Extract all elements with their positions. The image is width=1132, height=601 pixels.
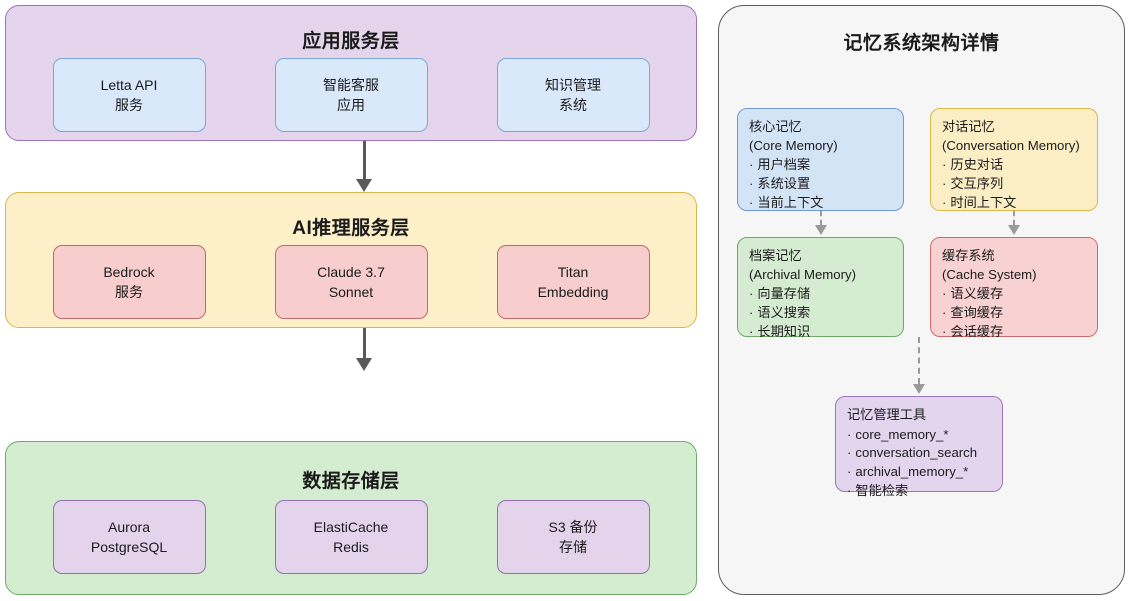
application-service-layer[interactable]: 应用服务层 Letta API 服务 智能客服 应用 知识管理 系统: [5, 5, 697, 141]
card-s3-backup-line2: 存储: [559, 539, 587, 555]
archival-memory-header-cn: 档案记忆: [749, 248, 802, 263]
cache-system-item: 查询缓存: [942, 304, 1086, 323]
card-bedrock-line1: Bedrock: [103, 263, 155, 280]
memory-management-tools-item-list: core_memory_* conversation_search archiv…: [847, 426, 991, 501]
card-claude-sonnet-line1: Claude 3.7: [317, 263, 385, 280]
cache-system-item: 会话缓存: [942, 323, 1086, 342]
cache-system-item-list: 语义缓存 查询缓存 会话缓存: [942, 285, 1086, 341]
card-intelligent-customer-service[interactable]: 智能客服 应用: [274, 58, 428, 132]
application-service-layer-title: 应用服务层: [302, 31, 400, 52]
card-titan-embedding-line2: Embedding: [537, 284, 609, 300]
archival-memory-item: 语义搜索: [749, 304, 892, 323]
card-knowledge-management-line1: 知识管理: [545, 76, 601, 93]
conversation-memory-item-list: 历史对话 交互序列 时间上下文: [942, 156, 1086, 212]
arrow-ai-to-data-line: [363, 328, 366, 358]
card-s3-backup[interactable]: S3 备份 存储: [496, 500, 650, 574]
arrow-conversation-to-cache-head: [1008, 225, 1020, 235]
memory-architecture-panel-title: 记忆系统架构详情: [843, 33, 1000, 54]
card-intelligent-customer-service-line2: 应用: [337, 97, 365, 113]
core-memory-item-list: 用户档案 系统设置 当前上下文: [749, 156, 892, 212]
arrow-app-to-ai-line: [363, 141, 366, 179]
conversation-memory-item: 交互序列: [942, 175, 1086, 194]
conversation-memory-header-cn: 对话记忆: [942, 119, 995, 134]
arrow-core-to-archival-head: [815, 225, 827, 235]
conversation-memory-item: 历史对话: [942, 156, 1086, 175]
card-aurora-postgresql-line2: PostgreSQL: [90, 539, 168, 555]
card-elasticache-redis[interactable]: ElastiCache Redis: [274, 500, 428, 574]
archival-memory-item: 长期知识: [749, 323, 892, 342]
core-memory-item: 用户档案: [749, 156, 892, 175]
conversation-memory-box[interactable]: 对话记忆 (Conversation Memory) 历史对话 交互序列 时间上…: [930, 108, 1098, 211]
memory-management-tools-item: conversation_search: [847, 444, 991, 463]
arrow-ai-to-data-head: [356, 358, 372, 371]
memory-management-tools-item: core_memory_*: [847, 426, 991, 445]
conversation-memory-item: 时间上下文: [942, 194, 1086, 213]
data-storage-layer[interactable]: 数据存储层 Aurora PostgreSQL ElastiCache Redi…: [5, 441, 697, 595]
data-storage-layer-title: 数据存储层: [302, 471, 400, 492]
card-elasticache-redis-line2: Redis: [333, 539, 369, 555]
card-letta-api[interactable]: Letta API 服务: [52, 58, 206, 132]
card-claude-sonnet-line2: Sonnet: [328, 284, 374, 300]
cache-system-item: 语义缓存: [942, 285, 1086, 304]
ai-inference-service-layer-title: AI推理服务层: [292, 218, 410, 239]
core-memory-box[interactable]: 核心记忆 (Core Memory) 用户档案 系统设置 当前上下文: [737, 108, 904, 211]
conversation-memory-header-en: (Conversation Memory): [942, 137, 1080, 153]
cache-system-box[interactable]: 缓存系统 (Cache System) 语义缓存 查询缓存 会话缓存: [930, 237, 1098, 339]
arrow-archival-to-tools-line: [918, 337, 920, 384]
card-intelligent-customer-service-line1: 智能客服: [323, 76, 379, 93]
card-letta-api-line2: 服务: [115, 97, 143, 113]
card-knowledge-management-line2: 系统: [559, 97, 587, 113]
memory-management-tools-item: archival_memory_*: [847, 463, 991, 482]
card-knowledge-management[interactable]: 知识管理 系统: [496, 58, 650, 132]
core-memory-header-en: (Core Memory): [749, 137, 838, 153]
memory-management-tools-item: 智能检索: [847, 482, 991, 501]
arrow-app-to-ai-head: [356, 179, 372, 192]
card-elasticache-redis-line1: ElastiCache: [313, 518, 389, 535]
card-titan-embedding-line1: Titan: [557, 263, 589, 280]
card-s3-backup-line1: S3 备份: [548, 518, 598, 535]
memory-management-tools-header-cn: 记忆管理工具: [847, 407, 927, 422]
archival-memory-box[interactable]: 档案记忆 (Archival Memory) 向量存储 语义搜索 长期知识: [737, 237, 904, 339]
core-memory-header-cn: 核心记忆: [749, 119, 802, 134]
cache-system-header-en: (Cache System): [942, 266, 1037, 282]
cache-system-header-cn: 缓存系统: [942, 248, 995, 263]
arrow-conversation-to-cache-line: [1013, 211, 1015, 225]
card-letta-api-line1: Letta API: [100, 76, 158, 93]
card-aurora-postgresql[interactable]: Aurora PostgreSQL: [52, 500, 206, 574]
core-memory-item: 系统设置: [749, 175, 892, 194]
memory-management-tools-box[interactable]: 记忆管理工具 core_memory_* conversation_search…: [835, 396, 1003, 498]
arrow-archival-to-tools-head: [913, 384, 925, 394]
archival-memory-item-list: 向量存储 语义搜索 长期知识: [749, 285, 892, 341]
archival-memory-header-en: (Archival Memory): [749, 266, 856, 282]
ai-inference-service-layer[interactable]: AI推理服务层 Bedrock 服务 Claude 3.7 Sonnet Tit…: [5, 192, 697, 328]
card-bedrock[interactable]: Bedrock 服务: [52, 245, 206, 319]
card-aurora-postgresql-line1: Aurora: [107, 518, 151, 535]
core-memory-item: 当前上下文: [749, 194, 892, 213]
archival-memory-item: 向量存储: [749, 285, 892, 304]
card-claude-sonnet[interactable]: Claude 3.7 Sonnet: [274, 245, 428, 319]
card-titan-embedding[interactable]: Titan Embedding: [496, 245, 650, 319]
arrow-core-to-archival-line: [820, 211, 822, 225]
card-bedrock-line2: 服务: [115, 284, 143, 300]
